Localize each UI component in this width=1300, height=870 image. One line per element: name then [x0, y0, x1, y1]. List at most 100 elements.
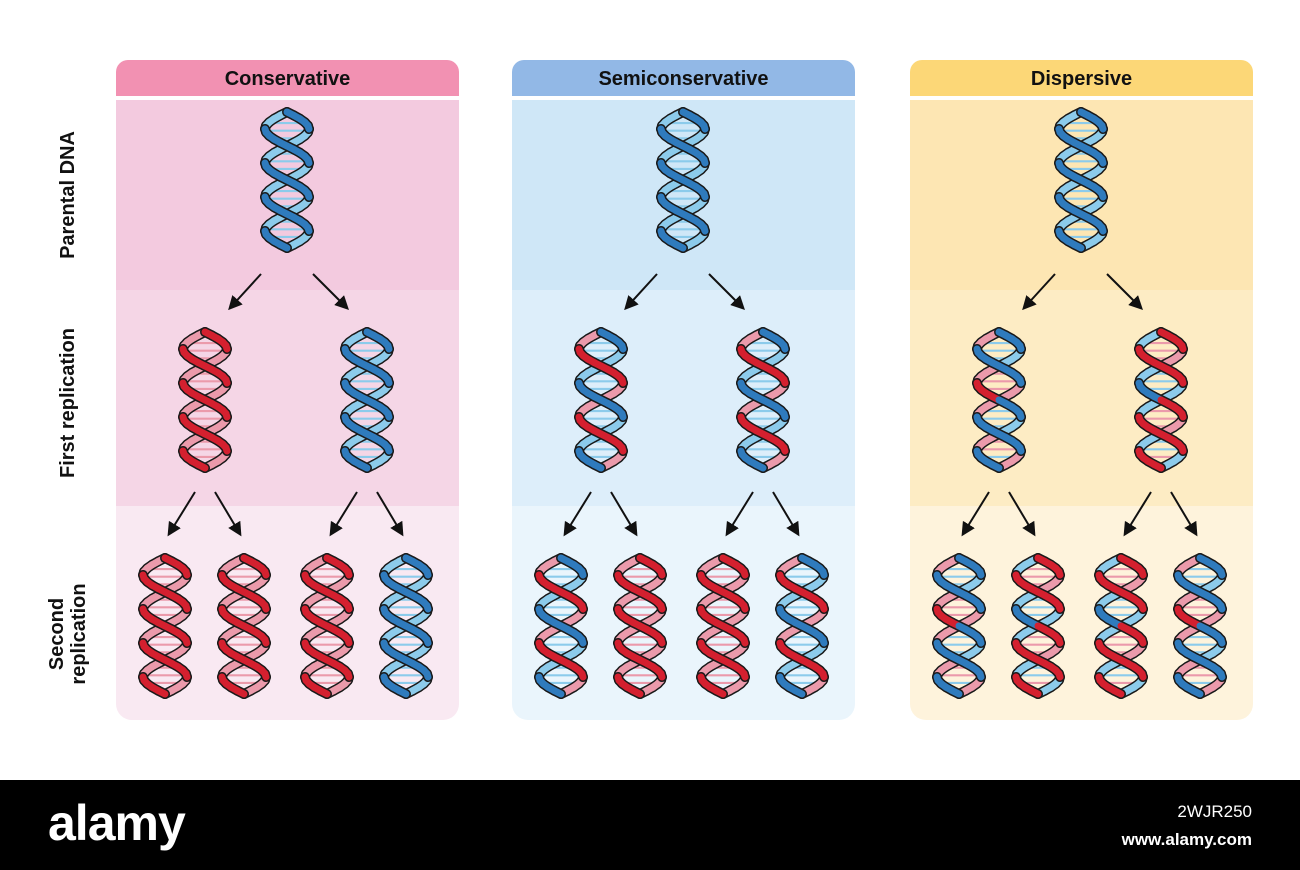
strand-segment [1055, 568, 1064, 579]
strand-segment [1178, 444, 1187, 455]
strand-segment [1189, 687, 1204, 698]
strand-segment [1138, 670, 1147, 681]
strand-segment [1055, 602, 1064, 613]
strand-segment [700, 122, 709, 133]
strand-segment [423, 568, 432, 579]
panel-dispersive [910, 100, 1253, 720]
strand-segment [344, 670, 353, 681]
strand-segment [578, 670, 587, 681]
arrow-first1-left-dispersive [961, 491, 990, 537]
strand-segment [1027, 687, 1042, 698]
strand-segment [590, 461, 605, 472]
helix-parental-conservative [260, 107, 314, 253]
helix-second-1-conservative [138, 553, 192, 699]
row-label-second-line-1: Second [46, 597, 68, 671]
arrow-first1-right-conservative [214, 491, 242, 537]
helix-first-1-dispersive [972, 327, 1026, 473]
helix-second-1-semiconservative [534, 553, 588, 699]
strand-segment [1016, 410, 1025, 421]
strand-segment [780, 342, 789, 353]
strand-segment [700, 224, 709, 235]
strand-segment [395, 687, 410, 698]
arrow-parental-right-conservative [312, 273, 349, 310]
arrow-first2-left-conservative [329, 491, 358, 537]
band-parental [512, 100, 855, 290]
strand-segment [752, 461, 767, 472]
helix-first-1-conservative [178, 327, 232, 473]
strand-segment [384, 376, 393, 387]
strand-segment [740, 670, 749, 681]
arrow-first2-right-semiconservative [772, 491, 800, 537]
strand-segment [578, 636, 587, 647]
strand-segment [182, 636, 191, 647]
header-base [116, 80, 459, 96]
strand-segment [1016, 342, 1025, 353]
alamy-logo: alamy [48, 795, 186, 851]
row-label-parental-dna: Parental DNA [57, 131, 79, 259]
strand-segment [182, 670, 191, 681]
strand-segment [740, 568, 749, 579]
strand-segment [1016, 444, 1025, 455]
strand-segment [1217, 670, 1226, 681]
strand-segment [182, 602, 191, 613]
strand-segment [1098, 156, 1107, 167]
arrow-parental-right-dispersive [1106, 273, 1143, 310]
strand-segment [657, 568, 666, 579]
strand-segment [182, 568, 191, 579]
strand-segment [304, 224, 313, 235]
strand-segment [629, 687, 644, 698]
strand-segment [819, 568, 828, 579]
helix-second-1-dispersive [932, 553, 986, 699]
strand-segment [578, 568, 587, 579]
helix-first-2-semiconservative [736, 327, 790, 473]
band-first [910, 290, 1253, 506]
helix-second-4-dispersive [1173, 553, 1227, 699]
strand-segment [578, 602, 587, 613]
strand-segment [384, 410, 393, 421]
helix-second-4-semiconservative [775, 553, 829, 699]
helix-first-1-semiconservative [574, 327, 628, 473]
strand-segment [1138, 602, 1147, 613]
strand-segment [344, 636, 353, 647]
band-first [116, 290, 459, 506]
strand-segment [791, 687, 806, 698]
strand-segment [344, 568, 353, 579]
strand-segment [550, 687, 565, 698]
strand-segment [304, 122, 313, 133]
strand-segment [222, 444, 231, 455]
header-title-semiconservative: Semiconservative [598, 68, 768, 90]
strand-segment [976, 602, 985, 613]
stock-footer: alamy 2WJR250 www.alamy.com [0, 780, 1300, 870]
strand-segment [976, 568, 985, 579]
header-title-conservative: Conservative [225, 68, 351, 90]
header-base [910, 80, 1253, 96]
strand-segment [1178, 342, 1187, 353]
site-url: www.alamy.com [1121, 830, 1252, 849]
helix-parental-dispersive [1054, 107, 1108, 253]
strand-segment [740, 636, 749, 647]
arrow-parental-left-conservative [228, 273, 262, 311]
strand-segment [1098, 122, 1107, 133]
strand-segment [222, 376, 231, 387]
arrow-parental-left-dispersive [1022, 273, 1056, 311]
strand-segment [1110, 687, 1125, 698]
strand-segment [976, 636, 985, 647]
strand-segment [1150, 461, 1165, 472]
strand-segment [304, 156, 313, 167]
strand-segment [384, 342, 393, 353]
strand-segment [700, 156, 709, 167]
arrow-first1-right-semiconservative [610, 491, 638, 537]
helix-second-2-conservative [217, 553, 271, 699]
strand-segment [819, 636, 828, 647]
strand-segment [740, 602, 749, 613]
arrow-parental-left-semiconservative [624, 273, 658, 311]
strand-segment [988, 461, 1003, 472]
strand-segment [1178, 376, 1187, 387]
strand-segment [672, 241, 687, 252]
strand-segment [1217, 602, 1226, 613]
arrow-first2-right-conservative [376, 491, 404, 537]
strand-segment [948, 687, 963, 698]
strand-segment [780, 444, 789, 455]
row-label-second-line-2: replication [68, 583, 90, 685]
